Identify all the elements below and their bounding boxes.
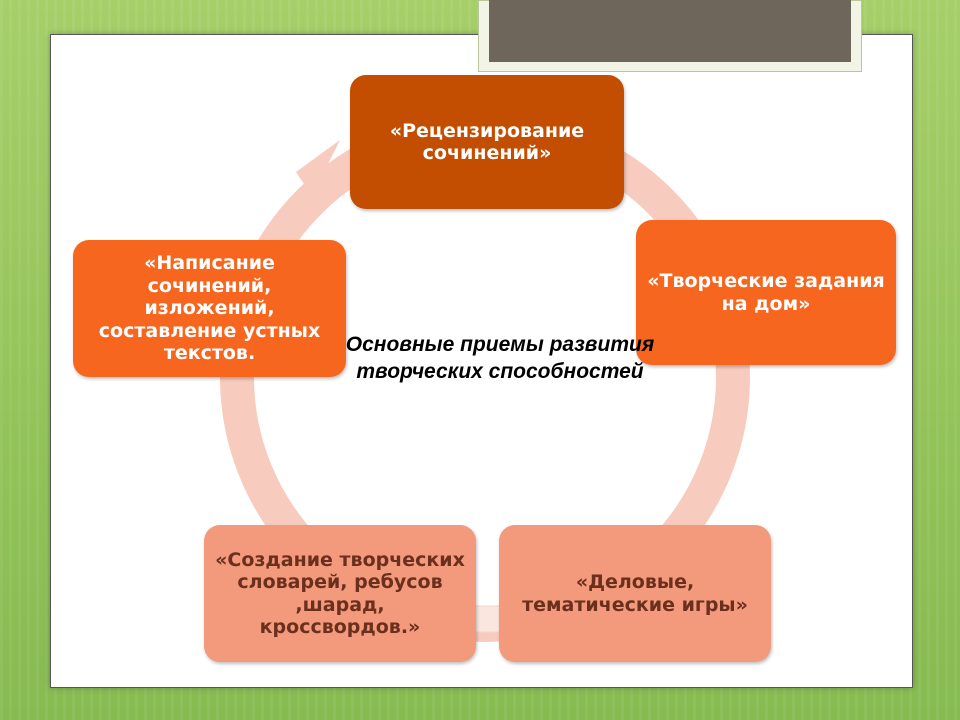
cycle-node-homework-label: «Творческие задания на дом» — [647, 270, 885, 315]
title-block — [489, 0, 851, 62]
center-label: Основные приемы развития творческих спос… — [345, 333, 655, 384]
cycle-node-homework: «Творческие задания на дом» — [636, 220, 896, 365]
cycle-node-dictionaries: «Создание творческих словарей, ребусов ,… — [204, 525, 476, 662]
cycle-node-review-label: «Рецензирование сочинений» — [389, 119, 585, 164]
cycle-arrowhead — [296, 140, 340, 196]
cycle-node-games: «Деловые, тематические игры» — [499, 525, 771, 662]
cycle-node-writing: «Написание сочинений, изложений, составл… — [73, 240, 346, 377]
cycle-node-review: «Рецензирование сочинений» — [350, 75, 624, 209]
cycle-node-dictionaries-label: «Создание творческих словарей, ребусов ,… — [215, 548, 465, 638]
cycle-node-games-label: «Деловые, тематические игры» — [522, 571, 748, 616]
cycle-node-writing-label: «Написание сочинений, изложений, составл… — [98, 252, 321, 365]
